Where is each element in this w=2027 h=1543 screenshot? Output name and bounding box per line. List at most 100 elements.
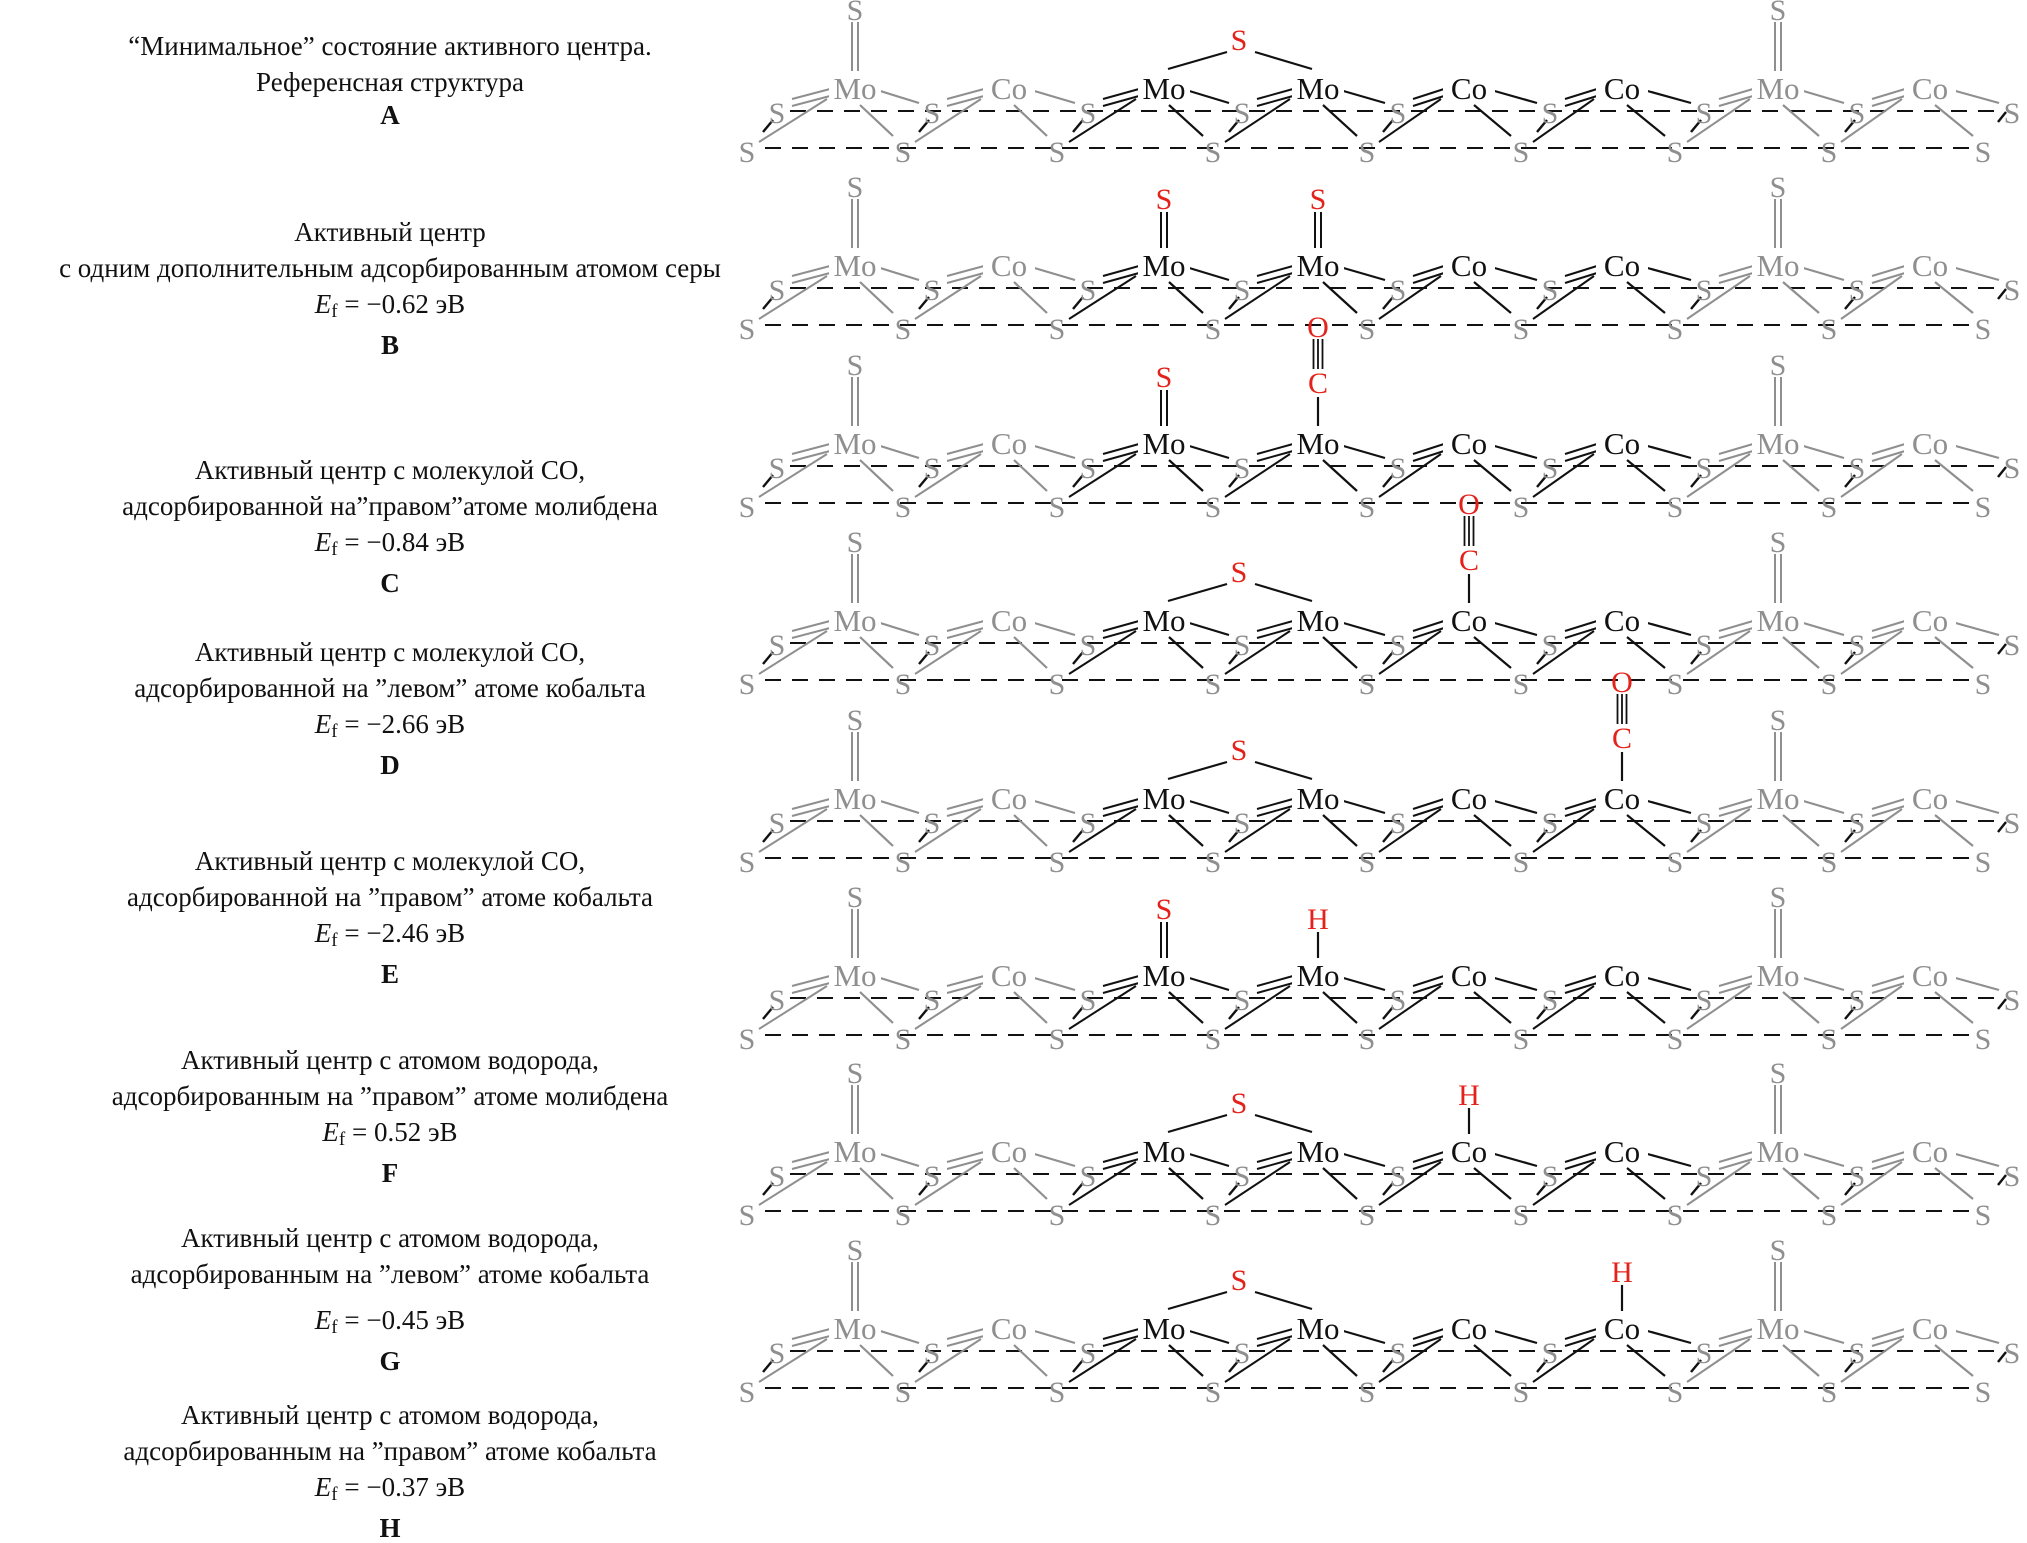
bond [1532, 453, 1595, 498]
bond [1799, 620, 1845, 637]
sulfur-atom: S [739, 1376, 756, 1409]
sulfur-atom: S [739, 668, 756, 701]
bond [876, 88, 920, 105]
sulfur-atom: S [1975, 313, 1992, 346]
bond [1643, 798, 1692, 815]
panel-letter: E [380, 959, 399, 989]
panel-letter: H [379, 1513, 401, 1543]
label-backing [983, 1311, 1035, 1341]
cobalt-atom: Co [1451, 603, 1487, 638]
bond [1339, 1151, 1386, 1168]
bond [1072, 1182, 1084, 1196]
bond [876, 1151, 920, 1168]
sulfur-atom: S [1821, 491, 1838, 524]
sulfur-atom: S [1667, 1199, 1684, 1232]
bond [762, 119, 774, 133]
molybdenum-atom: Mo [1142, 248, 1185, 283]
bond [1322, 636, 1358, 669]
molybdenum-atom: Mo [1296, 71, 1339, 106]
label-backing [829, 1311, 881, 1341]
bond [1951, 975, 2000, 992]
bond [1068, 630, 1137, 675]
bond [1030, 443, 1076, 460]
molybdenum-atom: Mo [1296, 248, 1339, 283]
caption-line: Активный центр [294, 217, 486, 247]
bond [1718, 627, 1754, 639]
bond [1782, 991, 1820, 1024]
sulfur-atom: S [1080, 1160, 1097, 1193]
sulfur-atom: S [1080, 807, 1097, 840]
bond [918, 474, 930, 488]
bond [1339, 620, 1386, 637]
bond [1168, 281, 1204, 314]
label-backing [1904, 958, 1956, 988]
sulfur-atom: S [1390, 629, 1407, 662]
bond [1167, 582, 1228, 603]
sulfur-atom: S [1390, 984, 1407, 1017]
bond [1997, 1351, 2007, 1363]
sulfur-atom: S [1667, 1023, 1684, 1056]
bond [1102, 1335, 1140, 1347]
sulfur-atom: S [1667, 846, 1684, 879]
bond [1382, 296, 1394, 310]
bond [859, 1344, 894, 1377]
bond [859, 991, 894, 1024]
caption-c: Активный центр с молекулой CO,адсорбиров… [0, 452, 780, 598]
caption-line: Референсная структура [256, 67, 524, 97]
bond [1068, 808, 1137, 853]
sulfur-atom: S [1849, 807, 1866, 840]
bond [758, 808, 828, 853]
sulfur-atom: S [1696, 97, 1713, 130]
bond [1473, 1344, 1512, 1377]
terminal-sulfur: S [1770, 0, 1787, 27]
bond [1626, 991, 1666, 1024]
bond [1339, 798, 1386, 815]
label-backing [1292, 248, 1344, 278]
bond [1322, 814, 1358, 847]
bond [1102, 627, 1140, 639]
bond [1167, 1113, 1228, 1134]
bond [1382, 1359, 1394, 1373]
sulfur-atom: S [1390, 1160, 1407, 1193]
bond [918, 119, 930, 133]
sulfur-atom: S [1390, 452, 1407, 485]
sulfur-atom: S [1821, 1376, 1838, 1409]
sulfur-atom: S [769, 452, 786, 485]
bond [1102, 798, 1140, 810]
bond [946, 1151, 985, 1163]
sulfur-atom: S [1542, 629, 1559, 662]
bond [1782, 1167, 1820, 1200]
bond [946, 982, 985, 994]
sulfur-atom: S [769, 1160, 786, 1193]
bond [1844, 296, 1856, 310]
molybdenum-atom: Mo [833, 426, 876, 461]
sulfur-atom: S [1390, 274, 1407, 307]
bond [791, 982, 831, 994]
bond [1718, 265, 1754, 277]
bond [1473, 636, 1512, 669]
cobalt-atom: Co [1451, 781, 1487, 816]
bond [1643, 1151, 1692, 1168]
bond [791, 95, 831, 107]
sulfur-atom: S [1975, 668, 1992, 701]
bond [1256, 443, 1294, 455]
bond [1030, 620, 1076, 637]
bond [1934, 814, 1974, 847]
bond [1102, 272, 1140, 284]
cobalt-atom: Co [1451, 1134, 1487, 1169]
cobalt-atom: Co [1912, 1311, 1948, 1346]
bond [1782, 1344, 1820, 1377]
bond [1030, 88, 1076, 105]
bond [1626, 459, 1666, 492]
bond [859, 104, 894, 137]
bond [1072, 119, 1084, 133]
bond [1256, 798, 1294, 810]
sulfur-atom: S [1234, 452, 1251, 485]
bond [1564, 1158, 1598, 1170]
sulfur-atom: S [1359, 1023, 1376, 1056]
bond [1412, 1328, 1445, 1340]
bond [918, 296, 930, 310]
bond [1013, 459, 1048, 492]
